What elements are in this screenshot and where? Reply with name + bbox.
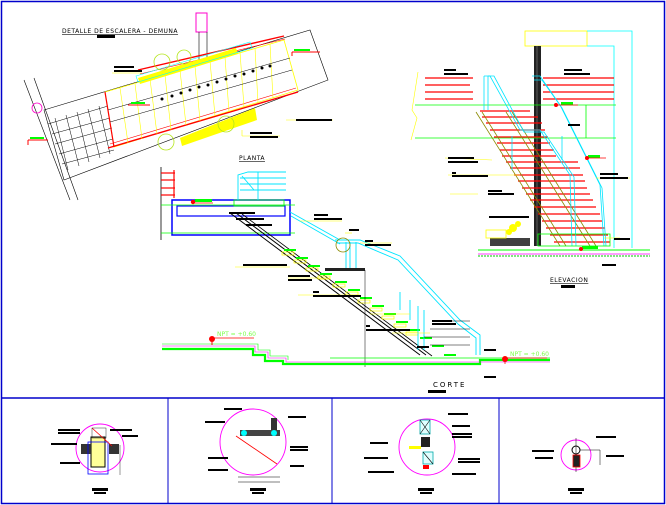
elevation-title: ELEVACION — [550, 277, 588, 284]
level-marker-npt-right: NPT = +0.60 — [502, 351, 549, 364]
shrub-symbols — [153, 49, 235, 151]
section-handrail — [289, 211, 481, 355]
level-marker-ground — [579, 246, 598, 251]
section-view: PLANTA — [160, 155, 550, 393]
section-stair — [229, 212, 456, 357]
main-title: DETALLE DE ESCALERA - DEMUNA — [62, 28, 178, 35]
section-marker-c — [128, 102, 150, 106]
detail-3 — [364, 413, 480, 494]
scale-bar — [97, 35, 115, 38]
npt-left-label: NPT = +0.60 — [217, 331, 256, 338]
section-title: CORTE — [433, 381, 466, 389]
detail-2 — [205, 408, 308, 494]
detail-1 — [51, 423, 138, 494]
column — [534, 46, 541, 246]
section-marker-b — [291, 49, 320, 56]
elevation-view: ELEVACION — [410, 30, 650, 288]
level-marker-mid — [585, 155, 606, 160]
plan-treads — [119, 43, 274, 144]
plan-title: PLANTA — [239, 155, 265, 162]
level-marker-plan — [190, 199, 213, 205]
section-marker-a — [27, 137, 48, 145]
plan-view: DETALLE DE ESCALERA - DEMUNA — [23, 12, 333, 201]
level-marker-npt-left: NPT = +0.60 — [209, 331, 256, 345]
elevation-scale-bar — [561, 285, 575, 288]
post-marker — [195, 12, 208, 33]
elevation-treads — [480, 110, 610, 243]
level-marker-upper — [554, 102, 578, 107]
detail-callout-1 — [335, 237, 351, 253]
detail-4 — [532, 436, 624, 494]
npt-right-label: NPT = +0.60 — [510, 351, 549, 358]
